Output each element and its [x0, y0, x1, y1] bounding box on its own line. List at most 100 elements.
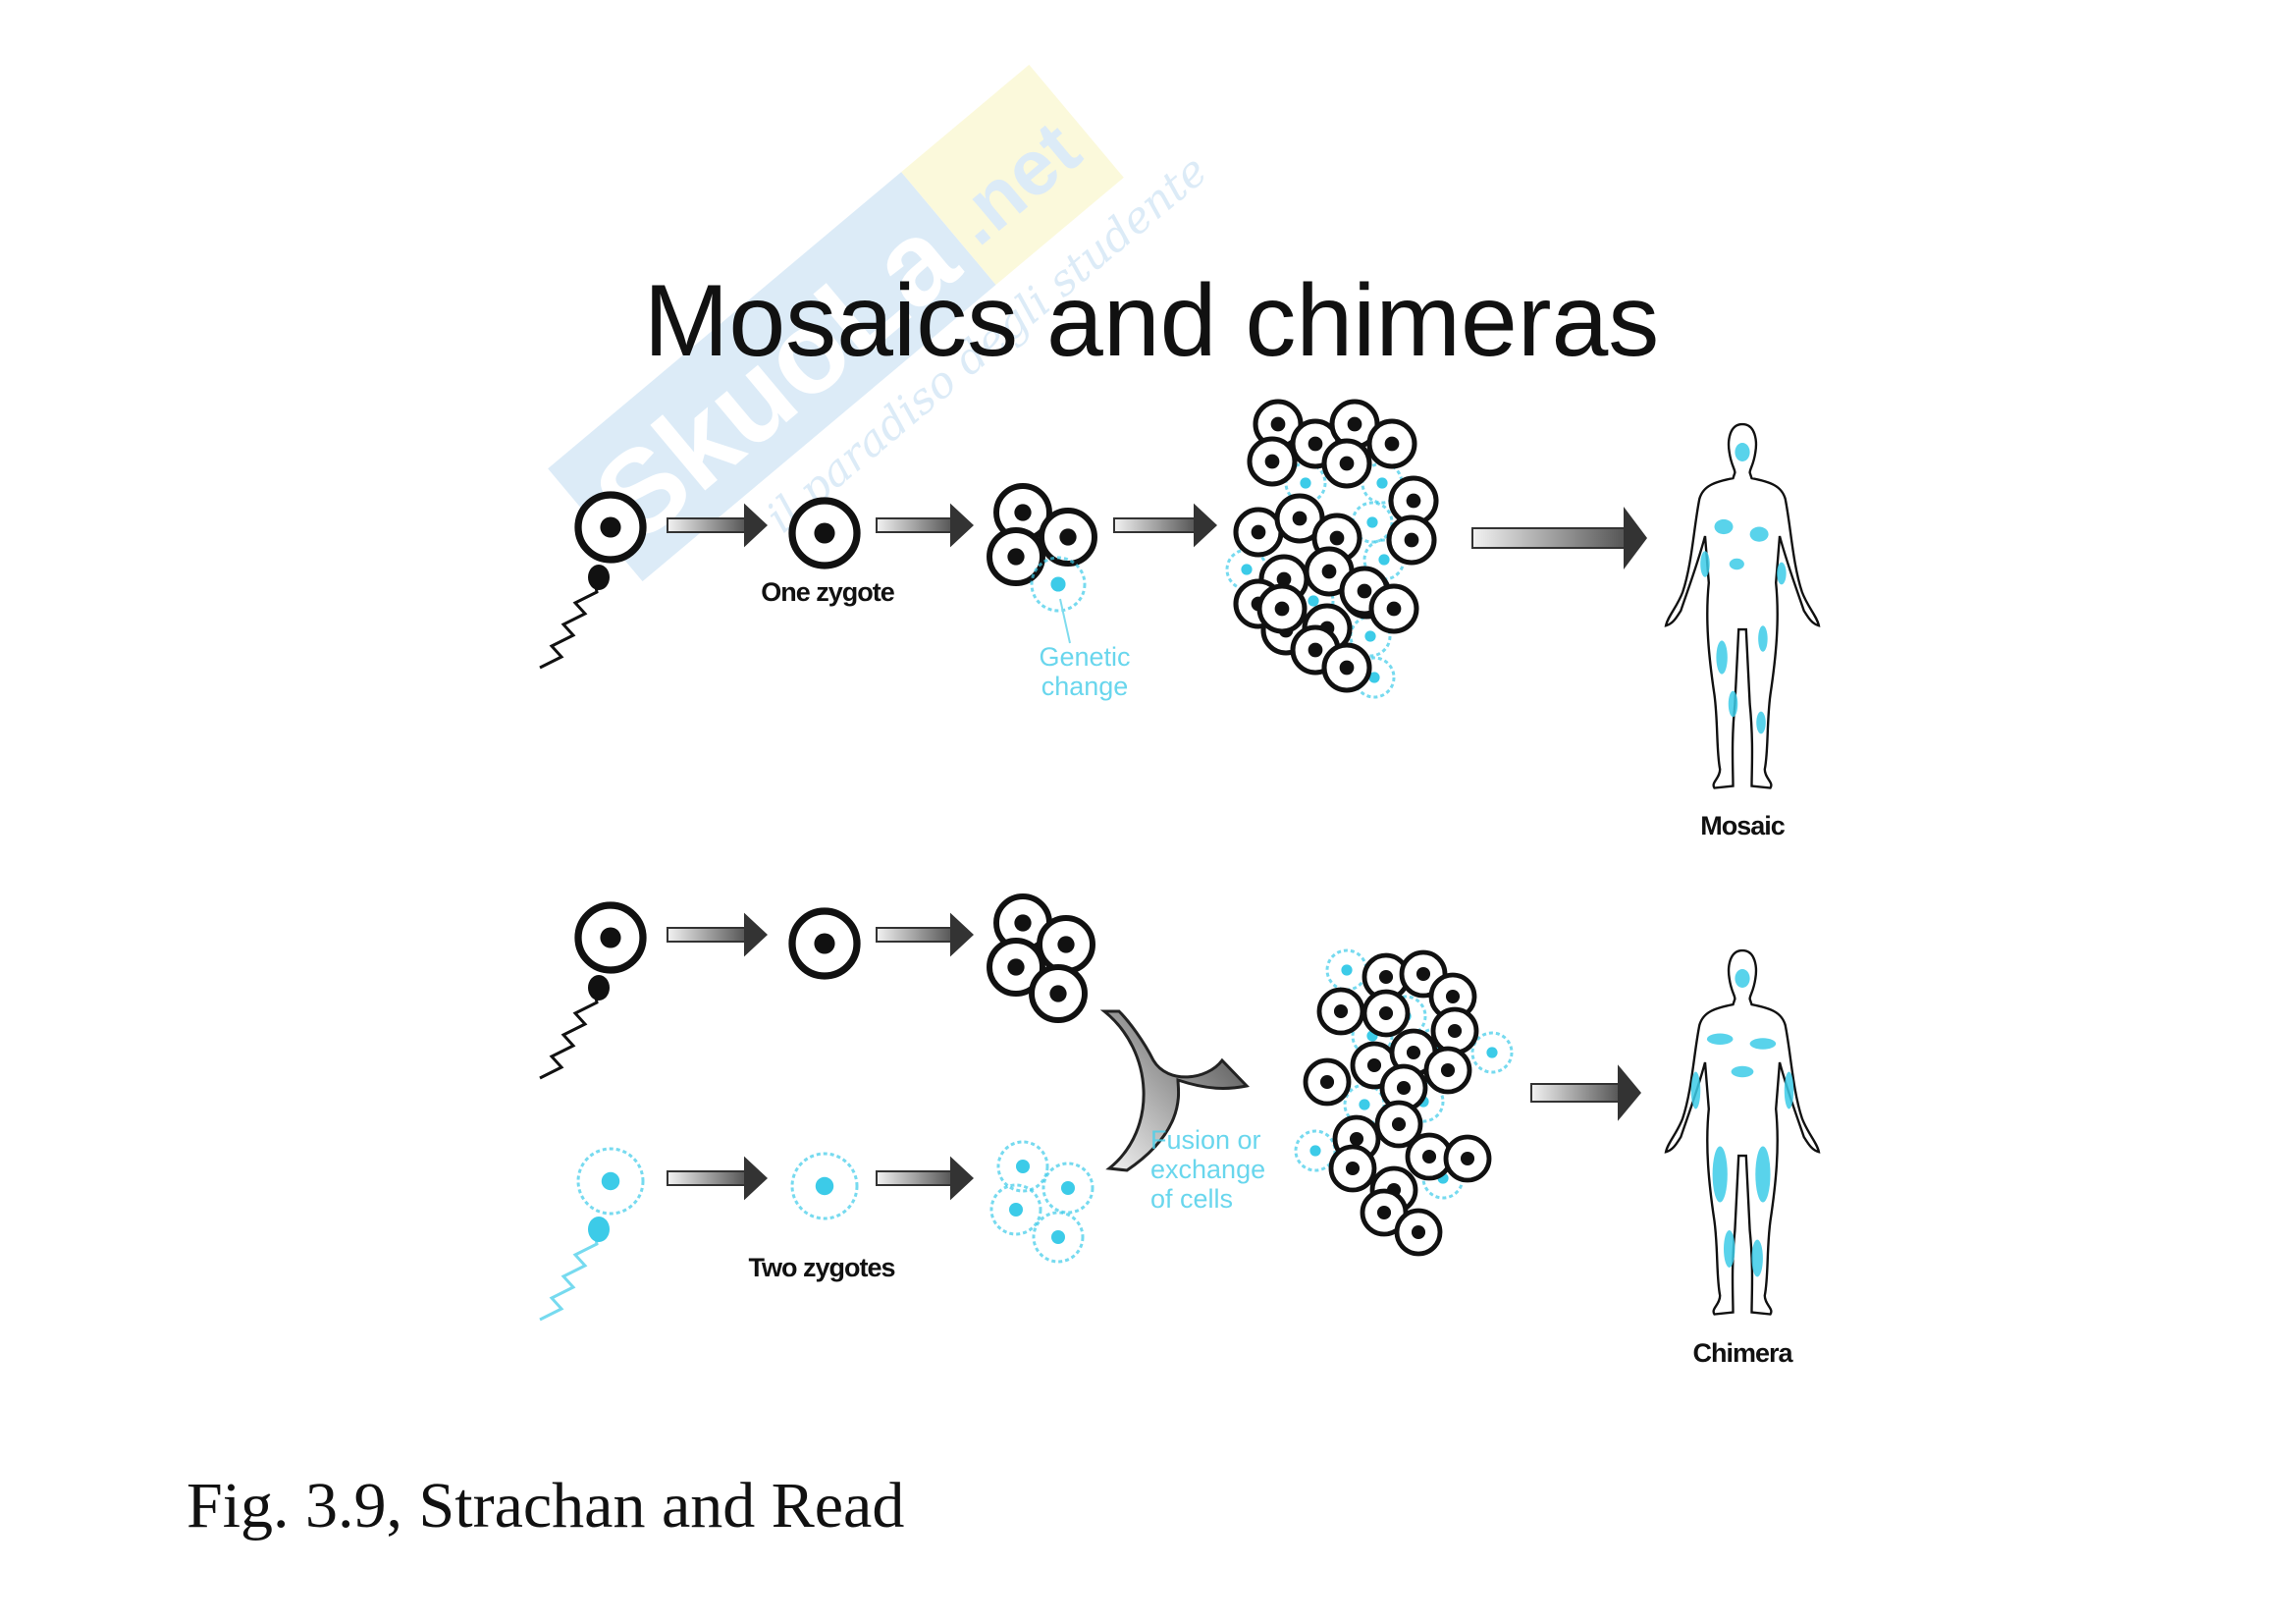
cyan-patch [1724, 1230, 1735, 1268]
human-outline [1664, 422, 1821, 789]
arrow-icon [1530, 1064, 1641, 1121]
human-figure-icon [1664, 422, 1821, 789]
mosaic-label: Mosaic [1700, 811, 1786, 840]
genetic-change-label-1: Genetic [1039, 642, 1130, 672]
cell [1374, 1100, 1423, 1149]
arrow-icon [876, 503, 974, 548]
cell-nucleus [1270, 416, 1286, 432]
cell-nucleus [1016, 1160, 1030, 1173]
arrow-head [1194, 503, 1217, 548]
arrow-head [950, 1156, 974, 1201]
cell-nucleus [1447, 1023, 1463, 1039]
cyan-patch [1784, 1071, 1794, 1109]
arrow-head [744, 912, 768, 957]
arrow-head [950, 912, 974, 957]
cell-membrane [790, 1152, 859, 1220]
cell-nucleus [1007, 958, 1025, 976]
cell-nucleus [1415, 966, 1431, 982]
cyan-cell [1030, 556, 1087, 613]
human-outline [1664, 948, 1821, 1316]
cell-nucleus [1486, 1047, 1498, 1058]
cell-nucleus [1276, 571, 1292, 587]
cyan-cell [1032, 1211, 1085, 1264]
cell-nucleus [1406, 493, 1421, 509]
cell-nucleus [1333, 1003, 1349, 1019]
sperm-tail [539, 991, 599, 1080]
cyan-patch [1731, 1065, 1754, 1078]
cell-nucleus [1378, 1005, 1394, 1021]
cyan-patch [1749, 1038, 1777, 1050]
arrow-icon [1113, 503, 1217, 548]
cyan-patch [1735, 443, 1750, 461]
arrow-icon [667, 503, 768, 548]
sperm-tail [539, 1232, 599, 1322]
cell-nucleus [1376, 1205, 1392, 1220]
cell-nucleus [1341, 964, 1353, 976]
cyan-cell [989, 1183, 1042, 1236]
arrow-icon [876, 912, 974, 957]
cell-nucleus [1368, 672, 1380, 683]
cell-nucleus [1308, 642, 1323, 658]
cell [1247, 436, 1298, 487]
cell [1423, 1046, 1472, 1095]
cell-nucleus [1364, 630, 1376, 642]
cell-nucleus [600, 927, 621, 948]
cyan-cell [996, 1140, 1049, 1193]
cell [1443, 1134, 1492, 1183]
arrow-shaft [1530, 1083, 1621, 1103]
cell-nucleus [1460, 1151, 1475, 1166]
cyan-cell [1353, 656, 1396, 699]
arrow-shaft [1471, 527, 1627, 549]
cell-nucleus [1329, 530, 1345, 546]
sperm-head [588, 975, 610, 1001]
cyan-patch [1712, 1146, 1728, 1203]
cyan-patch [1690, 1071, 1701, 1109]
cyan-patch [1714, 518, 1734, 535]
cell-membrane [1030, 556, 1087, 613]
cell-membrane [1353, 656, 1396, 699]
page-title: Mosaics and chimeras [644, 264, 1660, 378]
cell-nucleus [1406, 1045, 1421, 1060]
arrow-shaft [667, 517, 747, 533]
genetic-change-label-2: change [1041, 672, 1129, 701]
cell [1328, 1144, 1377, 1193]
cyan-cell [576, 1147, 645, 1216]
cell-nucleus [1059, 528, 1077, 546]
fusion-label-1: Fusion or [1150, 1125, 1261, 1155]
cell [1039, 508, 1097, 567]
cyan-cell [1351, 501, 1394, 544]
cell-nucleus [1264, 454, 1280, 469]
arrow-shaft [667, 927, 747, 943]
cell-membrane [996, 1140, 1049, 1193]
cell-nucleus [1014, 914, 1032, 932]
cell [1233, 507, 1284, 558]
cell [1366, 418, 1417, 469]
cell-membrane [1294, 1129, 1337, 1172]
cell-nucleus [1308, 436, 1323, 452]
cell-nucleus [1347, 416, 1362, 432]
cyan-patch [1706, 1033, 1734, 1045]
cyan-cell [790, 1152, 859, 1220]
cell [1394, 1208, 1443, 1257]
cell-nucleus [1359, 1099, 1370, 1110]
diagram [539, 399, 1821, 1322]
cell-nucleus [1051, 1230, 1065, 1244]
cell [1029, 964, 1088, 1023]
cell-membrane [1470, 1031, 1514, 1074]
cell [1386, 514, 1437, 566]
cell-nucleus [1440, 1062, 1456, 1078]
cell-nucleus [1357, 583, 1372, 599]
arrow-head [744, 1156, 768, 1201]
cyan-cell [1294, 1129, 1337, 1172]
human-figure-icon [1664, 948, 1821, 1316]
cell-nucleus [1309, 1145, 1321, 1157]
cell-nucleus [1376, 477, 1388, 489]
cell-nucleus [1014, 504, 1032, 521]
cyan-patch [1777, 562, 1787, 585]
sperm-head [588, 1217, 610, 1242]
cell-nucleus [1321, 564, 1337, 579]
two-zygotes-label: Two zygotes [748, 1253, 894, 1282]
fusion-label-2: exchange [1150, 1155, 1265, 1184]
cyan-cell [1470, 1031, 1514, 1074]
cell-nucleus [1366, 1057, 1382, 1073]
